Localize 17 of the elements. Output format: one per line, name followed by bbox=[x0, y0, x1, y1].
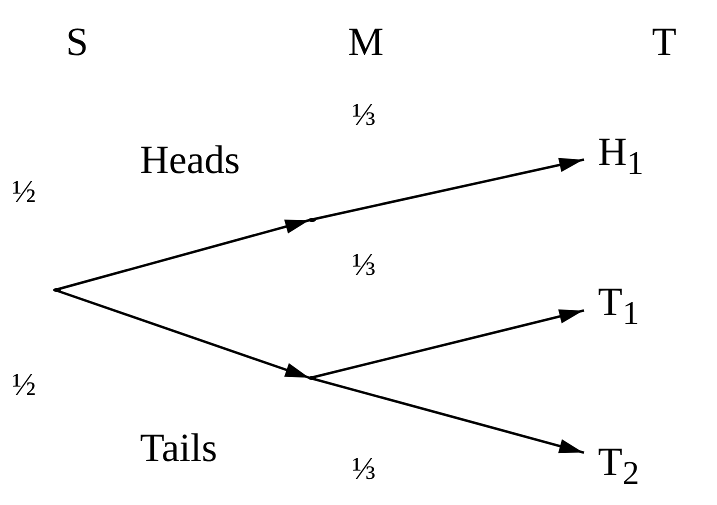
branch-point bbox=[53, 288, 61, 292]
outcome-label: T$_{2}$ bbox=[590, 438, 660, 486]
column-heading: M bbox=[348, 22, 384, 62]
column-heading: T bbox=[652, 22, 676, 62]
probability-label: ⅓ bbox=[352, 98, 376, 130]
probability-label: ⅓ bbox=[352, 452, 376, 484]
probability-label: ½ bbox=[12, 368, 36, 400]
outcome-label: H$_{1}$ bbox=[590, 128, 660, 176]
branch-label: Heads bbox=[140, 140, 240, 180]
probability-label: ⅓ bbox=[352, 248, 376, 280]
probability-label: ½ bbox=[12, 175, 36, 207]
outcome-label: T$_{1}$ bbox=[590, 278, 660, 326]
branch-label: Tails bbox=[140, 428, 218, 468]
arrow bbox=[54, 288, 310, 380]
branch-point bbox=[308, 376, 316, 380]
branch-point bbox=[308, 218, 316, 222]
column-heading: S bbox=[66, 22, 88, 62]
